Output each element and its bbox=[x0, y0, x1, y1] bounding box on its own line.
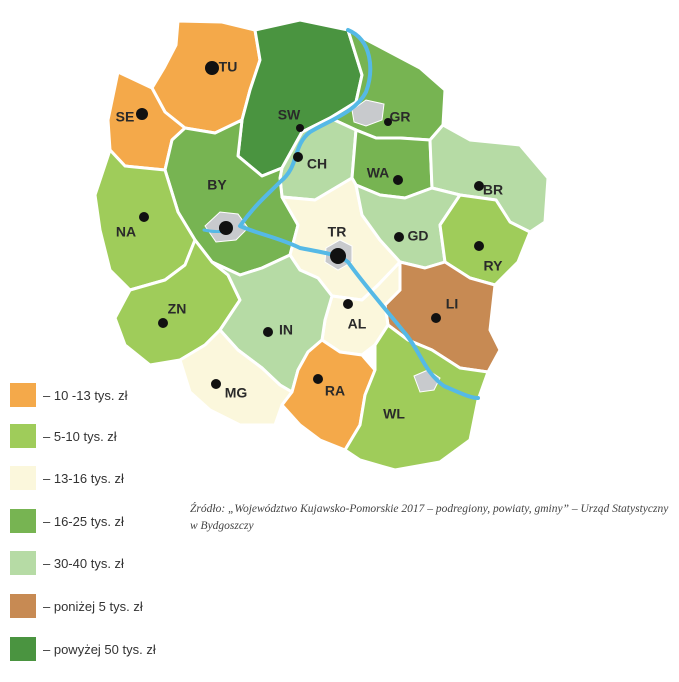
seat-dot-li bbox=[431, 313, 441, 323]
legend-item: – poniżej 5 tys. zł bbox=[10, 594, 143, 618]
region-label-gd: GD bbox=[408, 228, 429, 244]
region-label-se: SE bbox=[116, 109, 135, 125]
legend-swatch bbox=[10, 424, 36, 448]
legend-item: – 16-25 tys. zł bbox=[10, 509, 124, 533]
seat-dot-tu bbox=[205, 61, 219, 75]
region-label-tu: TU bbox=[219, 59, 238, 75]
region-label-zn: ZN bbox=[168, 301, 187, 317]
region-label-al: AL bbox=[348, 316, 367, 332]
region-label-tr: TR bbox=[328, 224, 347, 240]
legend-swatch bbox=[10, 509, 36, 533]
region-label-ra: RA bbox=[325, 383, 345, 399]
seat-dot-na bbox=[139, 212, 149, 222]
region-label-gr: GR bbox=[390, 109, 411, 125]
region-label-in: IN bbox=[279, 322, 293, 338]
region-label-sw: SW bbox=[278, 107, 301, 123]
region-label-ch: CH bbox=[307, 156, 327, 172]
seat-dot-by bbox=[219, 221, 233, 235]
region-label-ry: RY bbox=[484, 258, 504, 274]
legend-item: – 30-40 tys. zł bbox=[10, 551, 124, 575]
seat-dot-sw bbox=[296, 124, 304, 132]
seat-dot-al bbox=[343, 299, 353, 309]
region-label-wa: WA bbox=[367, 165, 390, 181]
legend-label: – 13-16 tys. zł bbox=[43, 470, 124, 486]
legend-item: – 10 -13 tys. zł bbox=[10, 383, 128, 407]
legend-label: – poniżej 5 tys. zł bbox=[43, 598, 143, 614]
legend-swatch bbox=[10, 466, 36, 490]
legend-swatch bbox=[10, 551, 36, 575]
legend-label: – 5-10 tys. zł bbox=[43, 428, 117, 444]
region-wl bbox=[343, 323, 490, 472]
legend-item: – 5-10 tys. zł bbox=[10, 424, 117, 448]
legend-item: – 13-16 tys. zł bbox=[10, 466, 124, 490]
legend-swatch bbox=[10, 637, 36, 661]
seat-dot-in bbox=[263, 327, 273, 337]
seat-dot-gr bbox=[384, 118, 392, 126]
region-label-br: BR bbox=[483, 182, 503, 198]
source-note: Źródło: „Województwo Kujawsko-Pomorskie … bbox=[190, 503, 669, 532]
region-label-na: NA bbox=[116, 224, 136, 240]
seat-dot-ra bbox=[313, 374, 323, 384]
legend-swatch bbox=[10, 383, 36, 407]
region-label-li: LI bbox=[446, 296, 458, 312]
legend-label: – 16-25 tys. zł bbox=[43, 513, 124, 529]
seat-dot-se bbox=[136, 108, 148, 120]
seat-dot-br bbox=[474, 181, 484, 191]
region-label-mg: MG bbox=[225, 385, 248, 401]
legend-item: – powyżej 50 tys. zł bbox=[10, 637, 156, 661]
seat-dot-mg bbox=[211, 379, 221, 389]
seat-dot-tr bbox=[330, 248, 346, 264]
region-label-by: BY bbox=[207, 177, 227, 193]
legend-label: – powyżej 50 tys. zł bbox=[43, 641, 156, 657]
legend-swatch bbox=[10, 594, 36, 618]
seat-dot-ry bbox=[474, 241, 484, 251]
region-label-wl: WL bbox=[383, 406, 405, 422]
legend-label: – 10 -13 tys. zł bbox=[43, 387, 128, 403]
seat-dot-zn bbox=[158, 318, 168, 328]
seat-dot-gd bbox=[394, 232, 404, 242]
seat-dot-ch bbox=[293, 152, 303, 162]
legend-label: – 30-40 tys. zł bbox=[43, 555, 124, 571]
region-ry bbox=[438, 193, 532, 287]
city-grudziadz-area bbox=[351, 99, 385, 127]
seat-dot-wa bbox=[393, 175, 403, 185]
